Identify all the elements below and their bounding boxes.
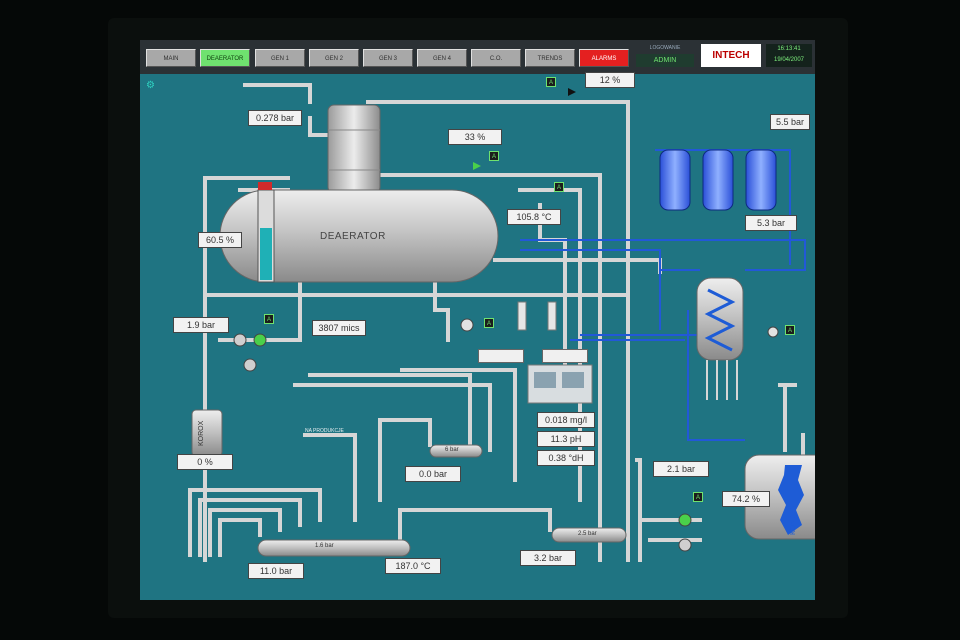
condensate-level-readout: 74.2 % bbox=[722, 491, 770, 507]
water-tank-2 bbox=[702, 149, 734, 211]
tab-gen-3[interactable]: GEN 3 bbox=[363, 49, 413, 67]
deaerator-label: DEAERATOR bbox=[320, 231, 386, 242]
water-tank-1 bbox=[659, 149, 691, 211]
main-manifold bbox=[257, 539, 411, 557]
blank-field-1 bbox=[478, 349, 524, 363]
main-pressure-readout: 11.0 bar bbox=[248, 563, 304, 579]
korox-label: KOROX bbox=[198, 420, 205, 446]
cooler-coil-1 bbox=[517, 301, 527, 331]
auto-badge-mid-valve[interactable]: A bbox=[489, 151, 499, 161]
deaerator-pressure-readout: 0.278 bar bbox=[248, 110, 302, 126]
auto-badge-exchanger[interactable]: A bbox=[785, 325, 795, 335]
korox-level-readout: 0 % bbox=[177, 454, 233, 470]
right-manifold-readout: 3.2 bar bbox=[520, 550, 576, 566]
sample-valve[interactable] bbox=[460, 318, 474, 332]
feed-pump-2[interactable] bbox=[253, 333, 267, 347]
level-alarm-marker bbox=[258, 182, 272, 190]
oxygen-readout: 0.018 mg/l bbox=[537, 412, 595, 428]
right-manifold-label: 2.5 bar bbox=[578, 531, 597, 537]
temperature-readout: 105.8 °C bbox=[507, 209, 561, 225]
small-manifold-label: 6 bar bbox=[445, 447, 459, 453]
intech-logo: INTECH bbox=[701, 44, 761, 67]
level-readout: 60.5 % bbox=[198, 232, 242, 248]
clock: 16:13:41 19/04/2007 bbox=[766, 44, 812, 67]
feed-pump-3[interactable] bbox=[243, 358, 257, 372]
steam-pipes bbox=[188, 83, 805, 562]
tab-main[interactable]: MAIN bbox=[146, 49, 196, 67]
water-pipes bbox=[520, 149, 806, 441]
ph-readout: 11.3 pH bbox=[537, 431, 595, 447]
blank-field-2 bbox=[542, 349, 588, 363]
tab-gen-1[interactable]: GEN 1 bbox=[255, 49, 305, 67]
tanks-pressure-bottom-readout: 5.3 bar bbox=[745, 215, 797, 231]
hmi-screen: MAIN DEAERATOR GEN 1 GEN 2 GEN 3 GEN 4 C… bbox=[140, 40, 815, 600]
top-toolbar: MAIN DEAERATOR GEN 1 GEN 2 GEN 3 GEN 4 C… bbox=[140, 40, 815, 74]
top-valve-readout: 12 % bbox=[585, 72, 635, 88]
auto-badge-pumps[interactable]: A bbox=[264, 314, 274, 324]
conductivity-readout: 3807 mics bbox=[312, 320, 366, 336]
tab-alarms[interactable]: ALARMS bbox=[579, 49, 629, 67]
korox-tank bbox=[191, 409, 223, 457]
tanks-pressure-top-readout: 5.5 bar bbox=[770, 114, 810, 130]
small-manifold bbox=[429, 444, 483, 458]
auto-badge-temperature[interactable]: A bbox=[554, 182, 564, 192]
condensate-pump-2[interactable] bbox=[678, 538, 692, 552]
exchanger-valve[interactable] bbox=[767, 326, 779, 338]
auto-badge-sample[interactable]: A bbox=[484, 318, 494, 328]
clock-date: 19/04/2007 bbox=[773, 57, 805, 63]
main-temperature-readout: 187.0 °C bbox=[385, 558, 441, 574]
tab-gen-4[interactable]: GEN 4 bbox=[417, 49, 467, 67]
level-gauge-fill bbox=[260, 228, 272, 280]
tab-deaerator[interactable]: DEAERATOR bbox=[200, 49, 250, 67]
tab-trends[interactable]: TRENDS bbox=[525, 49, 575, 67]
control-valve-top[interactable] bbox=[568, 88, 576, 96]
process-diagram bbox=[188, 83, 815, 562]
condensate-label: KONDEN bbox=[790, 505, 797, 535]
main-manifold-label: 1.6 bar bbox=[315, 543, 334, 549]
auto-badge-condensate[interactable]: A bbox=[693, 492, 703, 502]
control-valve-mid[interactable] bbox=[473, 162, 481, 170]
hardness-readout: 0.38 °dH bbox=[537, 450, 595, 466]
pump-pressure-readout: 1.9 bar bbox=[173, 317, 229, 333]
tab-co[interactable]: C.O. bbox=[471, 49, 521, 67]
clock-time: 16:13:41 bbox=[777, 46, 801, 52]
deaerator-column bbox=[327, 104, 381, 194]
mid-valve-readout: 33 % bbox=[448, 129, 502, 145]
small-manifold-readout: 0.0 bar bbox=[405, 466, 461, 482]
feed-pump-1[interactable] bbox=[233, 333, 247, 347]
condensate-pressure-readout: 2.1 bar bbox=[653, 461, 709, 477]
navigation-icon[interactable]: ⚙ bbox=[146, 80, 155, 91]
login-user-button[interactable]: ADMIN bbox=[636, 54, 694, 67]
right-manifold bbox=[551, 527, 627, 543]
production-line-label: NA PRODUKCJE bbox=[305, 428, 344, 434]
cooler-coil-2 bbox=[547, 301, 557, 331]
water-tank-3 bbox=[745, 149, 777, 211]
login-title: LOGOWANIE bbox=[649, 45, 681, 51]
auto-badge-top-valve[interactable]: A bbox=[546, 77, 556, 87]
condensate-pump-1[interactable] bbox=[678, 513, 692, 527]
tab-gen-2[interactable]: GEN 2 bbox=[309, 49, 359, 67]
